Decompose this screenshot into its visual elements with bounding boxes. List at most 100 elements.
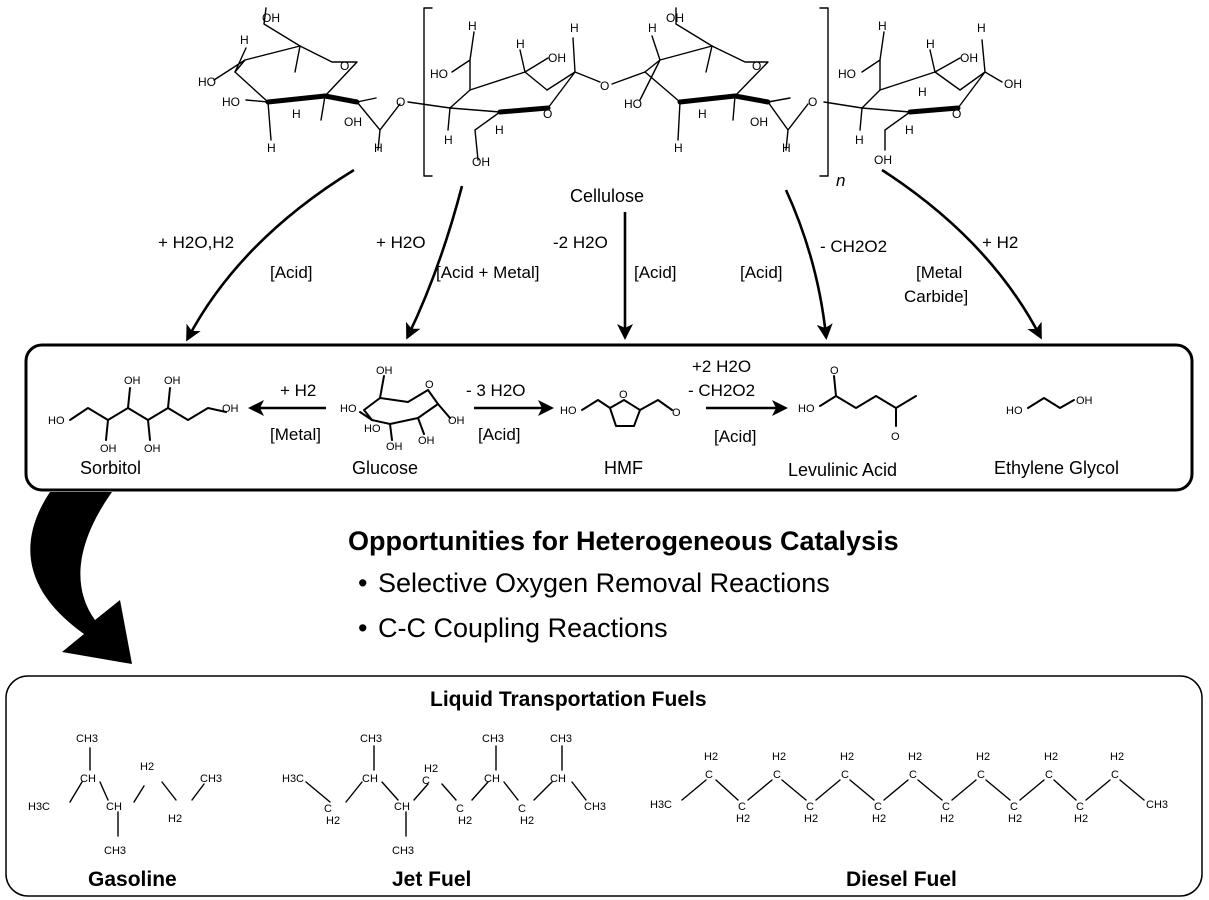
svg-text:H2: H2 <box>840 751 854 763</box>
catalyst-glycol-line1: [Metal <box>916 263 962 282</box>
opportunity-item-1: Selective Oxygen Removal Reactions <box>378 568 830 598</box>
svg-text:O: O <box>808 95 817 109</box>
svg-text:O: O <box>672 407 681 419</box>
svg-text:C: C <box>942 801 950 813</box>
svg-text:OH: OH <box>874 153 892 167</box>
svg-text:C: C <box>1111 769 1119 781</box>
hmf-label: HMF <box>604 458 643 478</box>
levulinic-structure: HO O O Levulinic Acid <box>788 365 917 480</box>
catalyst-hmf-levulinic: [Acid] <box>714 427 757 446</box>
jet-fuel-label: Jet Fuel <box>392 868 471 891</box>
svg-text:H2: H2 <box>140 761 154 773</box>
svg-text:H2: H2 <box>872 813 886 825</box>
levulinic-label: Levulinic Acid <box>788 460 897 480</box>
jet-fuel-structure: H3C CH3 CH C H2 CH CH3 C H2 C H2 CH3 CH … <box>282 733 606 891</box>
svg-text:H: H <box>878 19 887 33</box>
svg-text:CH3: CH3 <box>104 845 126 857</box>
svg-text:H2: H2 <box>520 815 534 827</box>
svg-text:O: O <box>891 431 900 443</box>
svg-text:O: O <box>619 389 628 401</box>
svg-text:O: O <box>425 379 434 391</box>
svg-text:CH3: CH3 <box>392 845 414 857</box>
svg-text:HO: HO <box>340 403 357 415</box>
glucose-label: Glucose <box>352 458 418 478</box>
platform-chemicals-box: HO OH OH OH OH OH Sorbitol OH HO HO OH O… <box>24 343 1194 492</box>
svg-text:C: C <box>518 803 526 815</box>
glucose-unit-3: OH H HO H H OH O H O <box>611 7 817 155</box>
svg-text:H: H <box>926 37 935 51</box>
svg-text:O: O <box>952 107 961 121</box>
svg-text:H: H <box>698 107 707 121</box>
svg-text:H: H <box>918 85 927 99</box>
svg-text:H2: H2 <box>940 813 954 825</box>
svg-text:HO: HO <box>198 75 216 89</box>
arrow-to-sorbitol <box>186 168 355 342</box>
svg-text:H: H <box>782 141 791 155</box>
svg-text:OH: OH <box>1004 77 1022 91</box>
svg-text:H: H <box>444 133 453 147</box>
catalyst-glucose: [Acid + Metal] <box>436 263 539 282</box>
svg-text:H3C: H3C <box>28 801 50 813</box>
sorbitol-label: Sorbitol <box>80 458 141 478</box>
svg-text:CH: CH <box>80 773 96 785</box>
svg-text:H2: H2 <box>804 813 818 825</box>
svg-text:HO: HO <box>364 423 381 435</box>
svg-text:OH: OH <box>124 375 141 387</box>
svg-text:O: O <box>340 59 349 73</box>
svg-text:CH: CH <box>106 801 122 813</box>
svg-text:O: O <box>543 107 552 121</box>
opportunities-section: Opportunities for Heterogeneous Catalysi… <box>348 526 899 643</box>
svg-text:H2: H2 <box>326 815 340 827</box>
svg-text:H2: H2 <box>1008 813 1022 825</box>
svg-text:C: C <box>773 769 781 781</box>
svg-text:HO: HO <box>624 97 642 111</box>
svg-text:HO: HO <box>798 403 815 415</box>
svg-text:C: C <box>1010 801 1018 813</box>
gasoline-structure: CH3 CH H2 CH3 H3C CH H2 CH3 Gasoline <box>28 733 222 891</box>
reagent-glycol: + H2 <box>982 233 1018 252</box>
svg-text:O: O <box>830 365 839 377</box>
svg-text:C: C <box>841 769 849 781</box>
glycol-label: Ethylene Glycol <box>994 458 1119 478</box>
svg-text:H2: H2 <box>908 751 922 763</box>
svg-text:HO: HO <box>560 405 577 417</box>
glucose-unit-2: HO H H OH H H OH O H O <box>407 19 609 169</box>
svg-text:C: C <box>977 769 985 781</box>
svg-text:H: H <box>374 141 383 155</box>
catalyst-hmf: [Acid] <box>634 263 677 282</box>
svg-text:H2: H2 <box>976 751 990 763</box>
svg-text:H: H <box>570 21 579 35</box>
svg-text:CH3: CH3 <box>550 733 572 745</box>
hmf-structure: HO O O HMF <box>560 389 681 478</box>
glucose-unit-4: HO H H OH H H OH O H OH H <box>823 19 1022 167</box>
svg-text:C: C <box>422 775 430 787</box>
svg-text:H: H <box>905 123 914 137</box>
svg-text:C: C <box>456 803 464 815</box>
svg-text:CH3: CH3 <box>76 733 98 745</box>
glycol-structure: HO OH Ethylene Glycol <box>994 395 1119 478</box>
svg-text:H: H <box>977 21 986 35</box>
gasoline-label: Gasoline <box>88 868 177 891</box>
svg-text:O: O <box>396 95 405 109</box>
glucose-unit-1: OH H HO HO H OH H O H O <box>198 7 405 155</box>
svg-text:C: C <box>1076 801 1084 813</box>
svg-text:H: H <box>292 107 301 121</box>
svg-text:H: H <box>468 19 477 33</box>
svg-text:H: H <box>495 123 504 137</box>
svg-text:H2: H2 <box>1074 813 1088 825</box>
reagent-sorbitol: + H2O,H2 <box>158 233 234 252</box>
diesel-fuel-label: Diesel Fuel <box>846 868 957 891</box>
svg-text:C: C <box>806 801 814 813</box>
catalyst-glycol-line2: Carbide] <box>904 287 968 306</box>
big-curved-arrow <box>30 492 132 664</box>
catalyst-glucose-sorbitol: [Metal] <box>270 425 321 444</box>
fuels-box: Liquid Transportation Fuels CH3 CH H2 CH… <box>5 675 1203 897</box>
svg-text:OH: OH <box>448 415 465 427</box>
svg-text:H2: H2 <box>772 751 786 763</box>
reagent-glucose: + H2O <box>376 233 426 252</box>
svg-text:OH: OH <box>144 443 161 455</box>
svg-text:H3C: H3C <box>282 773 304 785</box>
glucose-structure: OH HO HO OH OH OH O Glucose <box>340 365 465 478</box>
svg-text:OH: OH <box>100 443 117 455</box>
svg-text:H: H <box>516 37 525 51</box>
